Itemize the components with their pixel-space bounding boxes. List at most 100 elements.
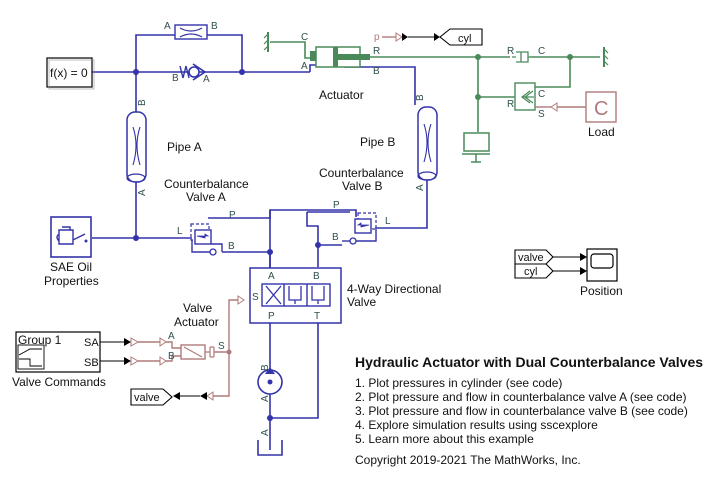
svg-text:A: A: [260, 395, 271, 402]
goto-tag-valve[interactable]: valve: [130, 388, 173, 406]
valve-commands-block[interactable]: Group 1 SA SB: [15, 331, 101, 373]
svg-text:SA: SA: [84, 337, 99, 349]
svg-text:A: A: [268, 271, 275, 282]
svg-text:R: R: [507, 99, 514, 110]
svg-text:B: B: [373, 66, 380, 77]
svg-text:p: p: [374, 32, 380, 43]
svg-text:B: B: [211, 21, 218, 32]
svg-text:R: R: [507, 46, 514, 57]
pressure-signal-line: p: [374, 32, 440, 43]
svg-text:C: C: [538, 89, 545, 100]
svg-text:B: B: [137, 99, 148, 106]
model-title: Hydraulic Actuator with Dual Counterbala…: [355, 354, 704, 370]
actuator-block[interactable]: C A R B: [301, 32, 380, 77]
svg-text:C: C: [538, 46, 545, 57]
svg-text:A: A: [203, 74, 210, 85]
info-link-3[interactable]: 3. Plot pressure and flow in counterbala…: [355, 404, 688, 418]
tank-block[interactable]: A: [260, 429, 271, 436]
valve-actuator-block[interactable]: A B S: [168, 331, 225, 362]
solver-configuration-block[interactable]: f(x) = 0: [46, 57, 95, 90]
oil-label-1: SAE Oil: [50, 260, 92, 274]
svg-text:S: S: [218, 341, 225, 352]
svg-text:cyl: cyl: [458, 33, 471, 45]
counterbalance-valve-b-block[interactable]: L P B: [332, 200, 391, 245]
dir-valve-label-2: Valve: [347, 295, 376, 309]
valve-actuator-label-1: Valve: [183, 301, 212, 315]
svg-text:S: S: [252, 292, 259, 303]
svg-text:C: C: [594, 98, 608, 120]
svg-text:A: A: [260, 429, 271, 436]
counterbalance-valve-a-block[interactable]: L P B: [177, 210, 236, 256]
orifice-block[interactable]: A B: [164, 21, 218, 40]
sae-oil-properties-block[interactable]: [50, 216, 92, 258]
goto-tag-cyl[interactable]: cyl: [439, 28, 483, 46]
svg-text:A: A: [164, 21, 171, 32]
info-link-5[interactable]: 5. Learn more about this example: [355, 432, 534, 446]
actuator-label: Actuator: [319, 88, 364, 102]
svg-text:T: T: [314, 311, 320, 322]
info-link-2[interactable]: 2. Plot pressure and flow in counterbala…: [355, 390, 687, 404]
from-tag-valve[interactable]: valve: [514, 249, 554, 265]
svg-text:Group 1: Group 1: [18, 333, 62, 347]
cbv-b-label-1: Counterbalance: [319, 166, 404, 180]
position-scope-block[interactable]: [586, 248, 618, 282]
load-inport-arrow: [550, 102, 558, 112]
info-link-1[interactable]: 1. Plot pressures in cylinder (see code): [355, 376, 563, 390]
dir-valve-label-1: 4-Way Directional: [347, 282, 441, 296]
svg-text:B: B: [415, 94, 426, 101]
mechanical-reference-left: [263, 32, 269, 52]
svg-text:C: C: [301, 32, 308, 43]
svg-text:B: B: [168, 351, 175, 362]
svg-text:R: R: [373, 46, 380, 57]
scope-signal-lines: [553, 253, 587, 275]
svg-text:B: B: [332, 232, 339, 243]
svg-text:A: A: [301, 61, 308, 72]
svg-text:valve: valve: [518, 252, 544, 264]
valve-commands-label: Valve Commands: [12, 375, 106, 389]
svg-text:L: L: [385, 216, 391, 227]
directional-valve-block[interactable]: A B P T S: [249, 267, 342, 324]
oil-label-2: Properties: [44, 274, 99, 288]
damper-block[interactable]: R C: [507, 46, 545, 63]
svg-text:A: A: [168, 331, 175, 342]
svg-text:B: B: [228, 241, 235, 252]
svg-text:SB: SB: [84, 357, 99, 369]
svg-text:L: L: [177, 226, 183, 237]
svg-text:A: A: [415, 184, 426, 191]
cbv-a-label-2: Valve A: [186, 190, 226, 204]
check-valve-block[interactable]: B A: [172, 63, 210, 85]
solver-label: f(x) = 0: [50, 66, 88, 80]
load-label: Load: [588, 125, 615, 139]
svg-text:S: S: [538, 109, 545, 120]
pipe-b-label: Pipe B: [360, 135, 395, 149]
svg-text:cyl: cyl: [524, 266, 537, 278]
hydraulic-junctions: [133, 69, 321, 421]
force-source-block[interactable]: C R S: [507, 82, 545, 120]
position-label: Position: [580, 284, 623, 298]
cbv-a-label-1: Counterbalance: [164, 177, 249, 191]
load-block[interactable]: C: [585, 91, 617, 123]
pipe-a-block[interactable]: B A: [126, 99, 148, 196]
valve-actuator-label-2: Actuator: [174, 315, 219, 329]
svg-text:B: B: [172, 73, 179, 84]
svg-text:B: B: [313, 271, 320, 282]
svg-text:P: P: [268, 311, 275, 322]
hydraulic-lines: [92, 34, 428, 456]
copyright-text: Copyright 2019-2021 The MathWorks, Inc.: [355, 453, 581, 467]
actuator-signal-lines: [138, 295, 245, 401]
mechanical-reference-right: [603, 47, 609, 67]
command-signal-lines: [100, 337, 207, 400]
info-link-4[interactable]: 4. Explore simulation results using ssce…: [355, 418, 598, 432]
svg-text:A: A: [137, 189, 148, 196]
mass-block[interactable]: [462, 132, 490, 163]
mechanical-junctions: [475, 54, 573, 100]
svg-text:P: P: [333, 200, 340, 211]
svg-text:valve: valve: [134, 392, 160, 404]
pipe-b-block[interactable]: B A: [415, 94, 438, 191]
cbv-b-label-2: Valve B: [342, 179, 382, 193]
pressure-source-block[interactable]: B A: [257, 364, 283, 402]
from-tag-cyl[interactable]: cyl: [514, 263, 554, 279]
svg-text:B: B: [260, 364, 271, 371]
pipe-a-label: Pipe A: [167, 140, 202, 154]
